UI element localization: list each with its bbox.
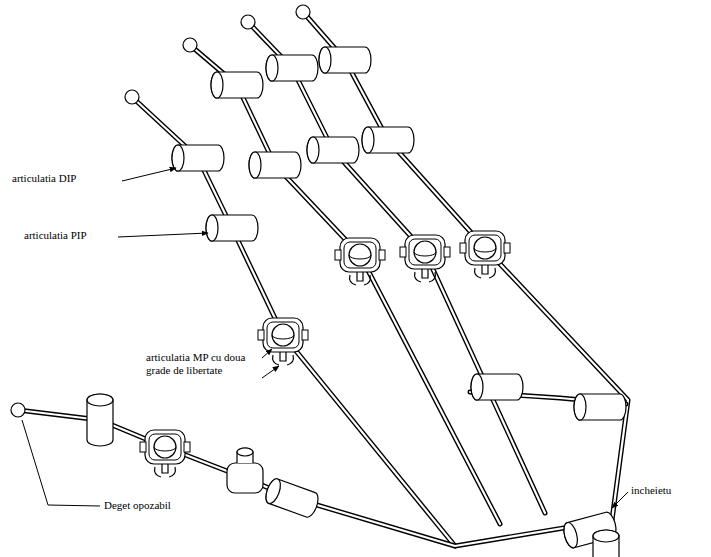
- part-label: Deget opozabil: [104, 499, 171, 512]
- part-label: incheietu: [631, 484, 671, 497]
- joint-label: articulatia MP cu doua grade de libertat…: [146, 351, 258, 377]
- joint-label: articulatia DIP: [12, 172, 76, 185]
- joint-label: articulatia PIP: [24, 229, 87, 242]
